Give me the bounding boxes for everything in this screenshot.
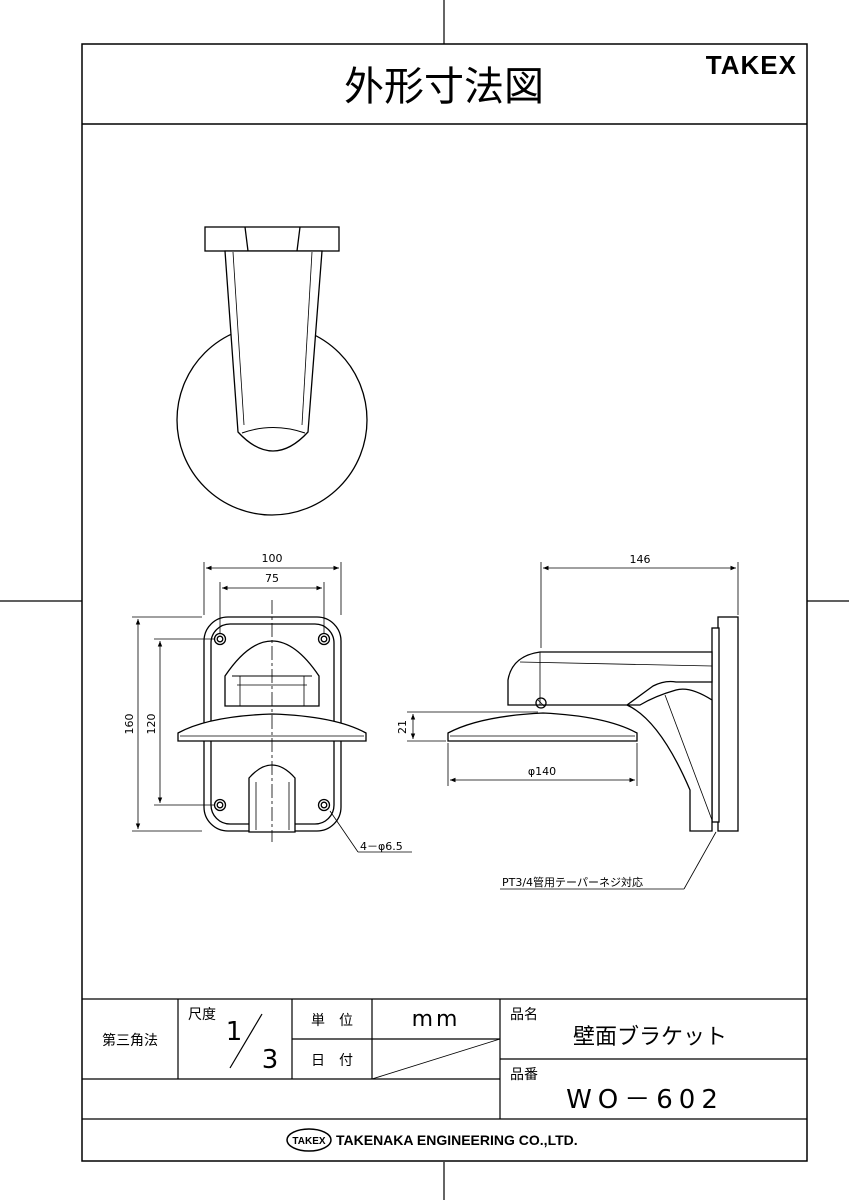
dim-height-outer: 160 [123,714,136,735]
side-dimension-lines [407,562,739,890]
scale-label: 尺度 [188,1007,216,1023]
brand-logo: TAKEX [706,50,797,80]
dim-dome-diameter: φ140 [528,765,556,778]
dim-holes: 4－φ6.5 [360,840,403,853]
front-dimension-lines [132,562,412,853]
projection-method: 第三角法 [102,1032,158,1049]
date-label: 日 付 [311,1053,353,1069]
company-logo-text: TAKEX [292,1136,325,1147]
scale-denominator: 3 [262,1045,279,1075]
company-logo: TAKEX [286,1128,332,1152]
product-number-label: 品番 [510,1067,538,1083]
product-name-label: 品名 [510,1007,538,1023]
dim-width-inner: 75 [265,572,279,585]
dim-arm-length: 146 [630,553,651,566]
product-number: WO－602 [566,1085,724,1115]
thread-note: PT3/4管用テーパーネジ対応 [502,875,643,889]
company-name: TAKENAKA ENGINEERING CO.,LTD. [336,1132,578,1148]
dim-width-outer: 100 [262,552,283,565]
sheet-border [81,43,808,1162]
side-view-drawing [447,616,739,832]
product-name: 壁面ブラケット [573,1025,727,1050]
scale-numerator: 1 [226,1017,243,1047]
dim-dome-height: 21 [396,720,409,734]
unit-label: 単 位 [311,1013,353,1029]
top-view-drawing [176,226,368,516]
dim-height-inner: 120 [145,714,158,735]
title-block-grid [82,998,807,1120]
page-title: 外形寸法図 [344,64,544,110]
front-view-drawing [177,616,367,833]
unit-value: mm [412,1007,461,1032]
